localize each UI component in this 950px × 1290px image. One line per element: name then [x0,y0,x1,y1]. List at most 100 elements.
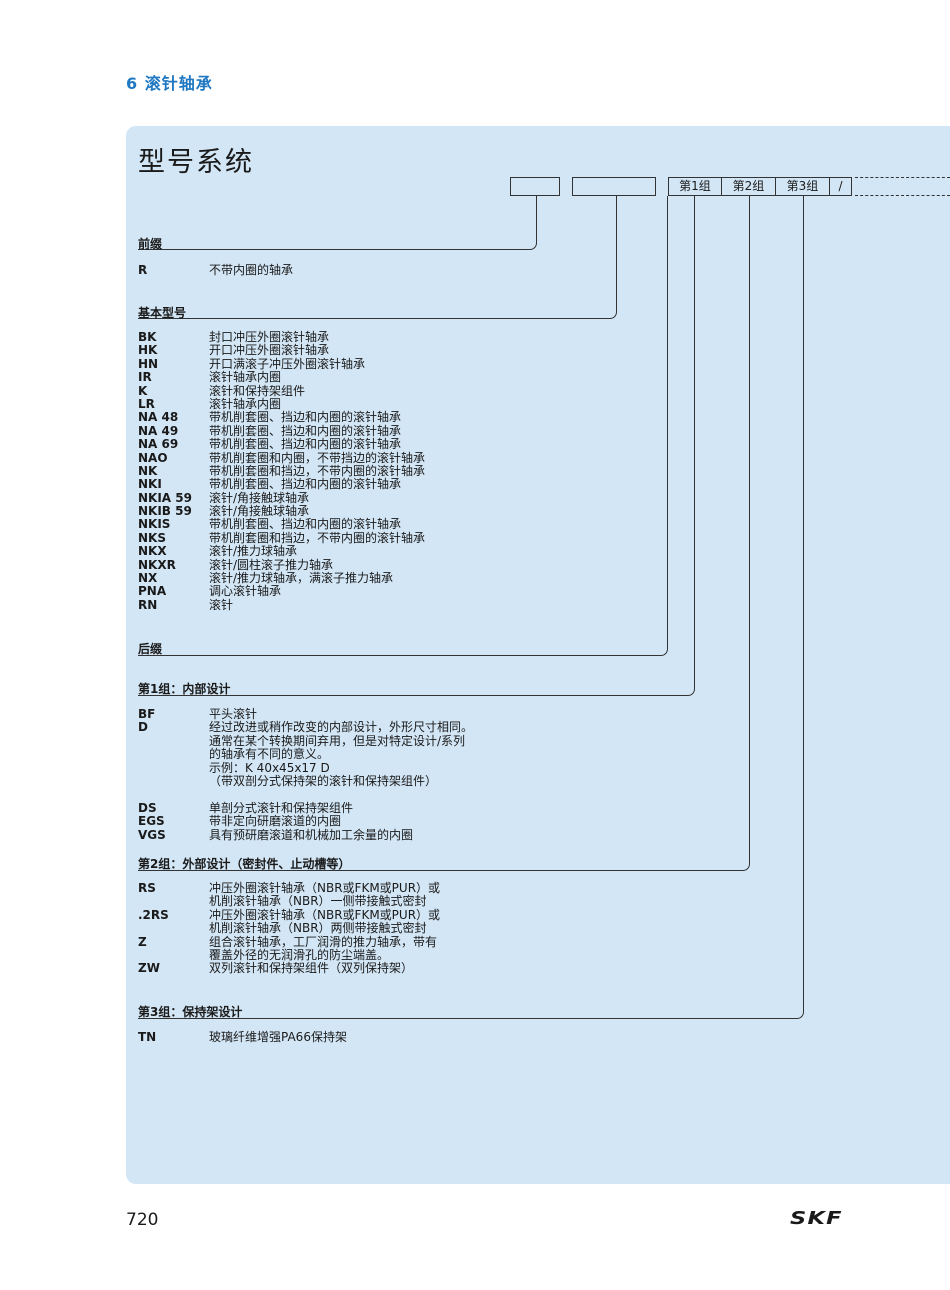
basic-code: NKIB 59 [138,504,192,519]
group1-desc: （带双剖分式保持架的滚针和保持架组件） [209,773,438,788]
skf-logo: SKF [790,1208,843,1229]
basic-desc: 滚针/推力球轴承，满滚子推力轴承 [209,571,394,586]
group2-desc: 覆盖外径的无润滑孔的防尘端盖。 [209,947,390,962]
group2-desc: 组合滚针轴承，工厂润滑的推力轴承，带有 [209,934,438,949]
basic-desc: 带机削套圈和挡边，不带内圈的滚针轴承 [209,530,426,545]
group1-desc: 带非定向研磨滚道的内圈 [209,814,342,829]
group1-code: DS [138,800,157,815]
basic-desc: 滚针/推力球轴承 [209,544,298,559]
basic-code: NKX [138,544,167,559]
group1-code [138,788,166,801]
group1-heading: 第1组：内部设计 [138,682,231,696]
group1-code [138,735,166,748]
basic-desc: 带机削套圈、挡边和内圈的滚针轴承 [209,410,402,425]
basic-desc: 带机削套圈和挡边，不带内圈的滚针轴承 [209,463,426,478]
group1-code: D [138,720,148,735]
group2-code [138,922,169,935]
basic-desc: 滚针和保持架组件 [209,383,306,398]
basic-desc: 带机削套圈和内圈，不带挡边的滚针轴承 [209,450,426,465]
prefix-code: R [138,263,148,277]
prefix-heading: 前缀 [138,237,163,251]
prefix-desc: 不带内圈的轴承 [209,263,294,277]
basic-code: NKXR [138,557,176,572]
basic-desc: 滚针轴承内圈 [209,396,282,411]
basic-desc: 滚针/角接触球轴承 [209,504,310,519]
group3-heading: 第3组：保持架设计 [138,1005,243,1019]
prefix-connector [138,196,537,250]
group3-connector [138,196,804,1019]
page-title: 型号系统 [138,147,254,178]
basic-code: NA 49 [138,423,179,438]
group3-code: TN [138,1030,157,1044]
basic-desc: 封口冲压外圈滚针轴承 [209,330,330,344]
basic-code: HN [138,356,159,371]
group3-box: 第3组 [776,177,830,196]
group1-desc: 的轴承有不同的意义。 [209,747,330,762]
basic-code: LR [138,396,155,411]
basic-desc: 滚针/圆柱滚子推力轴承 [209,557,334,572]
group2-desc-list: 冲压外圈滚针轴承（NBR或FKM或PUR）或机削滚针轴承（NBR）一侧带接触式密… [209,881,441,976]
group2-desc: 双列滚针和保持架组件（双列保持架） [209,961,414,976]
group1-desc: 平头滚针 [209,707,258,721]
group1-code [138,775,166,788]
basic-heading: 基本型号 [138,306,187,320]
group2-code: .2RS [138,907,169,922]
group2-desc: 冲压外圈滚针轴承（NBR或FKM或PUR）或 [209,907,441,922]
group1-desc-list: 平头滚针经过改进或稍作改变的内部设计，外形尺寸相同。通常在某个转换期间弃用，但是… [209,707,474,842]
page-number: 720 [126,1210,159,1230]
group1-desc: 具有预研磨滚道和机械加工余量的内圈 [209,827,414,842]
group2-code [138,949,169,962]
basic-code: NAO [138,450,168,465]
basic-desc-list: 封口冲压外圈滚针轴承开口冲压外圈滚针轴承开口满滚子冲压外圈滚针轴承滚针轴承内圈滚… [209,330,426,612]
basic-code: NA 69 [138,437,179,452]
basic-code: BK [138,330,157,344]
dashed-line-bottom [855,195,950,196]
group1-desc [209,788,473,801]
basic-code: NKI [138,477,162,492]
group2-heading: 第2组：外部设计（密封件、止动槽等） [138,857,351,871]
group2-desc: 机削滚针轴承（NBR）两侧带接触式密封 [209,921,427,936]
group2-desc: 冲压外圈滚针轴承（NBR或FKM或PUR）或 [209,881,441,895]
suffix-connector [138,196,668,656]
basic-designation-box [572,177,656,196]
basic-code: HK [138,343,158,358]
basic-desc: 滚针 [209,597,234,612]
group1-connector [138,196,695,696]
group1-code [138,762,166,775]
chapter-heading: 6 滚针轴承 [126,74,213,93]
basic-desc: 滚针/角接触球轴承 [209,490,310,505]
basic-code: K [138,383,148,398]
group1-code: BF [138,707,156,721]
basic-code: PNA [138,584,167,599]
dashed-line-top [855,177,950,178]
group2-code: ZW [138,961,160,976]
group2-box: 第2组 [722,177,776,196]
basic-connector [138,196,617,319]
group1-code: EGS [138,814,165,829]
basic-code: NKS [138,530,166,545]
basic-code: NA 48 [138,410,179,425]
basic-desc: 滚针轴承内圈 [209,370,282,385]
basic-desc: 带机削套圈、挡边和内圈的滚针轴承 [209,517,402,532]
basic-code: NK [138,463,158,478]
basic-code: NKIA 59 [138,490,192,505]
group1-desc: 单剖分式滚针和保持架组件 [209,800,354,815]
basic-code: IR [138,370,152,385]
group2-code [138,895,169,908]
group1-desc: 示例：K 40x45x17 D [209,760,330,775]
suffix-heading: 后缀 [138,642,163,656]
group1-code [138,748,166,761]
basic-code: RN [138,597,158,612]
basic-desc: 开口满滚子冲压外圈滚针轴承 [209,356,366,371]
group1-desc: 经过改进或稍作改变的内部设计，外形尺寸相同。 [209,720,474,735]
prefix-box [510,177,560,196]
basic-desc: 调心滚针轴承 [209,584,282,599]
group1-desc: 通常在某个转换期间弃用，但是对特定设计/系列 [209,733,466,748]
group1-box: 第1组 [668,177,722,196]
group1-code: VGS [138,827,166,842]
basic-code: NX [138,571,158,586]
group2-code: Z [138,934,147,949]
basic-code: NKIS [138,517,171,532]
